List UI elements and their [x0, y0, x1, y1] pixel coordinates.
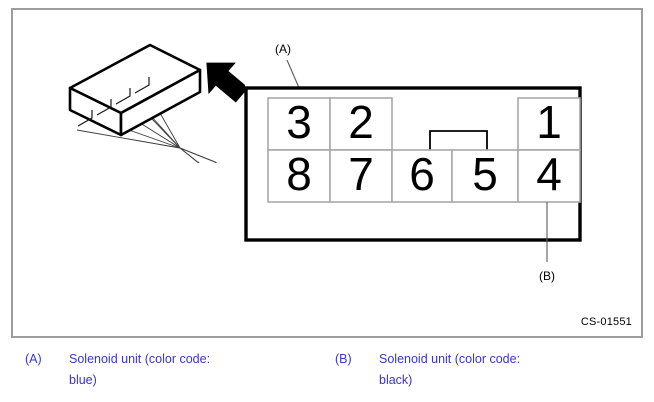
caption-key-b: (B) [335, 352, 352, 366]
pin-label-1: 1 [536, 96, 562, 148]
caption-entry-b: (B) Solenoid unit (color code: black) [335, 349, 631, 391]
caption-entry-a: (A) Solenoid unit (color code: blue) [25, 349, 321, 391]
connector-block-icon [68, 43, 202, 137]
pin-label-8: 8 [286, 148, 312, 200]
callout-b: (B) [539, 202, 555, 283]
caption-text-b: Solenoid unit (color code: black) [379, 352, 521, 387]
caption-block: (A) Solenoid unit (color code: blue) (B)… [11, 349, 643, 391]
connector-keying-notch [429, 130, 488, 150]
pin-row-top-left: 3 2 [267, 96, 393, 151]
figure-id-label: CS-01551 [580, 316, 632, 328]
callout-b-label: (B) [539, 269, 555, 283]
caption-text-a: Solenoid unit (color code: blue) [69, 352, 211, 387]
pin-label-5: 5 [472, 148, 498, 200]
pin-cell-7[interactable] [329, 149, 393, 203]
pin-row-top-right: 1 [517, 96, 581, 151]
pin-cell-1[interactable] [517, 97, 581, 151]
pin-cell-5[interactable] [451, 149, 519, 203]
pin-label-2: 2 [348, 96, 374, 148]
pin-map-diagram: (A) 3 2 1 8 7 6 5 4 (B) [244, 42, 582, 283]
pin-row-bottom: 8 7 6 5 4 [267, 148, 581, 203]
pin-cell-4[interactable] [517, 149, 581, 203]
pin-cell-3[interactable] [267, 97, 331, 151]
pin-label-3: 3 [286, 96, 312, 148]
insertion-arrow-icon [206, 62, 245, 103]
caption-key-a: (A) [25, 352, 42, 366]
connector-illustration [68, 43, 245, 163]
pin-label-6: 6 [409, 148, 435, 200]
cavity-slots [77, 77, 150, 127]
pin-label-4: 4 [536, 148, 562, 200]
terminal-wire-icon [179, 147, 218, 163]
pin-cell-2[interactable] [329, 97, 393, 151]
callout-a-label: (A) [275, 42, 291, 56]
pin-label-7: 7 [348, 148, 374, 200]
